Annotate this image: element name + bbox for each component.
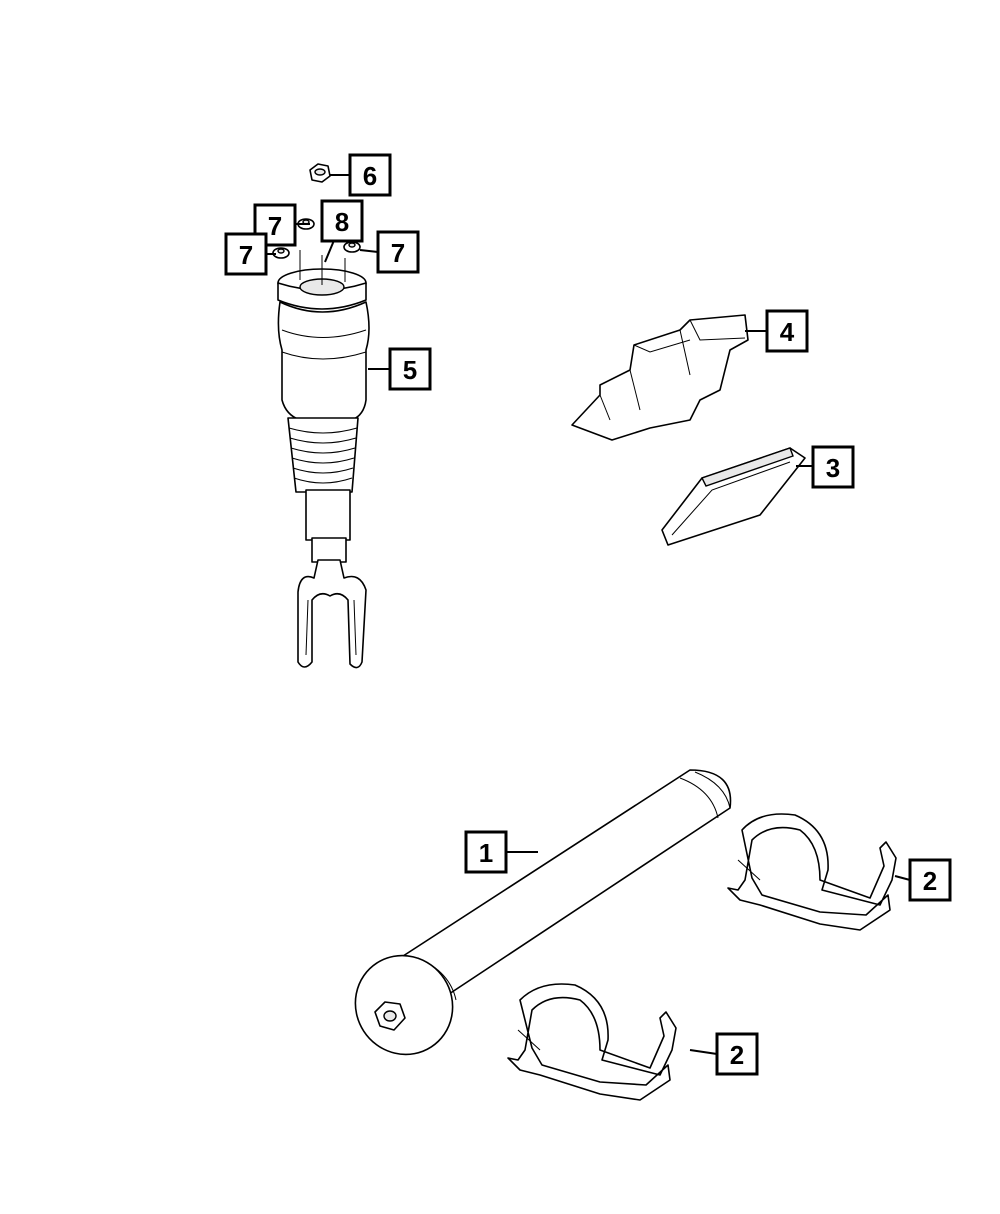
callout-4-label: 4 — [780, 317, 795, 347]
control-module — [661, 447, 806, 546]
callout-2-upper-label: 2 — [923, 866, 937, 896]
callout-7-right: 7 — [376, 230, 420, 274]
callout-4: 4 — [765, 309, 809, 353]
callout-2-upper: 2 — [908, 858, 952, 902]
callout-8: 8 — [320, 199, 364, 243]
callout-7-left-label: 7 — [239, 240, 253, 270]
leader-lines — [266, 174, 911, 1055]
callout-1: 1 — [464, 830, 508, 874]
flange-nut-right — [343, 241, 361, 253]
callout-1-label: 1 — [479, 838, 493, 868]
air-strut-assembly — [277, 250, 370, 669]
callout-3-label: 3 — [826, 453, 840, 483]
flange-nut-left — [272, 247, 290, 259]
air-reservoir — [354, 769, 732, 1056]
hex-nut — [309, 163, 331, 183]
callout-8-label: 8 — [335, 207, 349, 237]
callout-5: 5 — [388, 347, 432, 391]
reservoir-strap-upper — [727, 813, 897, 931]
callout-2-lower-label: 2 — [730, 1040, 744, 1070]
mounting-bracket — [571, 314, 749, 441]
callout-7-right-label: 7 — [391, 238, 405, 268]
callout-3: 3 — [811, 445, 855, 489]
callout-5-label: 5 — [403, 355, 417, 385]
reservoir-strap-lower — [507, 983, 677, 1101]
callout-7-top-label: 7 — [268, 211, 282, 241]
callout-6-label: 6 — [363, 161, 377, 191]
callout-2-lower: 2 — [715, 1032, 759, 1076]
callout-7-left: 7 — [224, 232, 268, 276]
callout-6: 6 — [348, 153, 392, 197]
